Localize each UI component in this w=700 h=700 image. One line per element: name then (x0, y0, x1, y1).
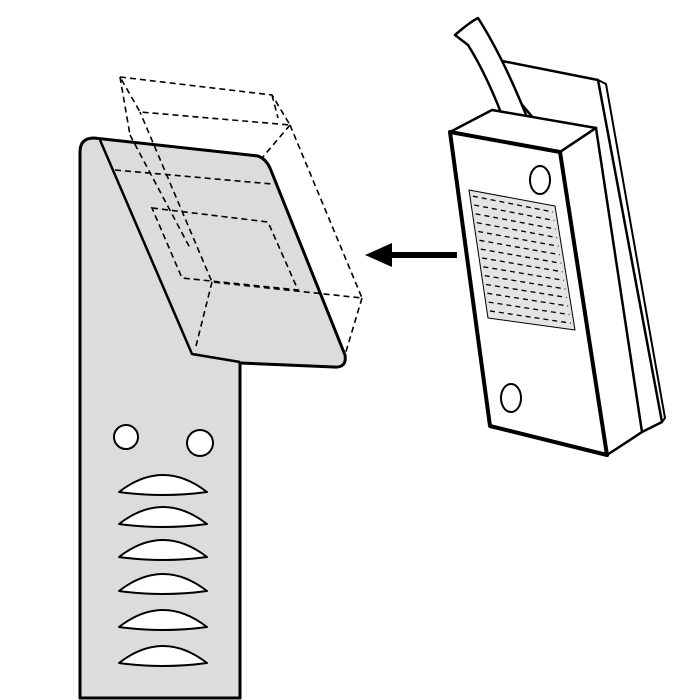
grille-row (472, 195, 554, 213)
louvre-3 (118, 539, 208, 561)
grille-row (480, 248, 562, 264)
louvre-5 (118, 609, 208, 631)
bracket-hole-right (186, 429, 214, 457)
grille-row (475, 213, 556, 230)
grille-perforations (472, 195, 571, 324)
grille-row (479, 239, 560, 256)
sensor-device (448, 16, 666, 457)
grille-row (474, 204, 555, 222)
grille-row (487, 292, 569, 307)
direction-arrow-icon (365, 243, 457, 267)
louvre-1 (118, 474, 208, 496)
louvre-2 (118, 506, 208, 528)
grille-row (481, 257, 563, 273)
placement-outline (114, 76, 364, 356)
grille-row (476, 222, 558, 239)
louvre-6 (118, 645, 208, 667)
device-hole-bottom (500, 383, 522, 413)
grille-row (488, 301, 570, 316)
bracket-body (78, 136, 347, 700)
grille-row (478, 230, 559, 247)
louvre-4 (118, 573, 208, 595)
device-hole-top (529, 165, 551, 195)
mounting-bracket (78, 136, 347, 700)
cable (453, 16, 534, 139)
grille-row (483, 266, 565, 282)
grille-row (489, 310, 571, 324)
grille-row (485, 283, 567, 299)
bracket-hole-left (113, 424, 139, 450)
bracket-fold-line (98, 139, 241, 364)
bracket-louvres (118, 474, 208, 667)
grille-row (484, 274, 566, 290)
